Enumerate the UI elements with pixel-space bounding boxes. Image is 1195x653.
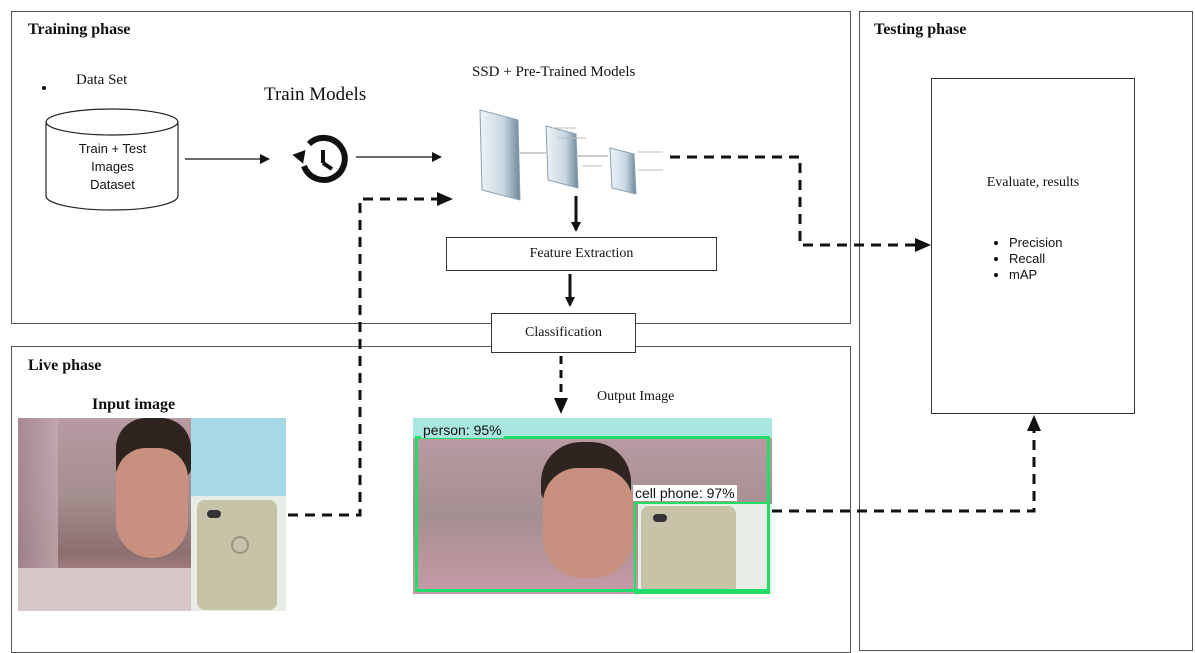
output-image	[413, 418, 772, 594]
dashed-ssd-to-evaluate	[670, 155, 931, 252]
metric-precision: Precision	[1009, 235, 1062, 251]
train-models-label: Train Models	[264, 84, 367, 105]
person-detection-label: person: 95%	[421, 422, 504, 438]
testing-phase-panel	[859, 11, 1193, 651]
classification-box: Classification	[491, 313, 636, 353]
training-phase-panel	[11, 11, 851, 324]
output-image-label: Output Image	[597, 389, 675, 404]
ssd-label: SSD + Pre-Trained Models	[472, 64, 636, 80]
dataset-cylinder	[45, 108, 179, 211]
dataset-line-1: Train + Test	[78, 141, 147, 156]
evaluate-label: Evaluate, results	[986, 175, 1080, 190]
input-image-blue-overlay	[191, 418, 286, 496]
dataset-line-2: Images	[91, 159, 134, 174]
testing-phase-title: Testing phase	[874, 21, 967, 38]
input-image-phone	[191, 496, 286, 611]
metric-recall: Recall	[1009, 251, 1062, 267]
dashed-output-to-evaluate	[772, 415, 1041, 513]
input-image-face	[18, 418, 191, 611]
dataset-label: Data Set	[76, 72, 128, 88]
history-icon	[292, 134, 348, 183]
training-phase-title: Training phase	[28, 21, 131, 38]
metric-map: mAP	[1009, 267, 1062, 283]
phone-detection-label: cell phone: 97%	[633, 485, 737, 501]
metrics-list: Precision Recall mAP	[989, 235, 1062, 283]
phone-detection-box	[634, 502, 770, 594]
dataset-text: Train + Test Images Dataset	[45, 140, 180, 194]
dataset-line-3: Dataset	[90, 177, 135, 192]
ssd-network-illustration	[479, 109, 663, 201]
bullet-dot	[42, 86, 46, 90]
input-image-label: Input image	[92, 396, 176, 413]
live-phase-title: Live phase	[28, 357, 102, 374]
dashed-input-to-ssd	[288, 192, 453, 517]
evaluate-box: Evaluate, results Precision Recall mAP	[931, 78, 1135, 414]
feature-extraction-box: Feature Extraction	[446, 237, 717, 271]
